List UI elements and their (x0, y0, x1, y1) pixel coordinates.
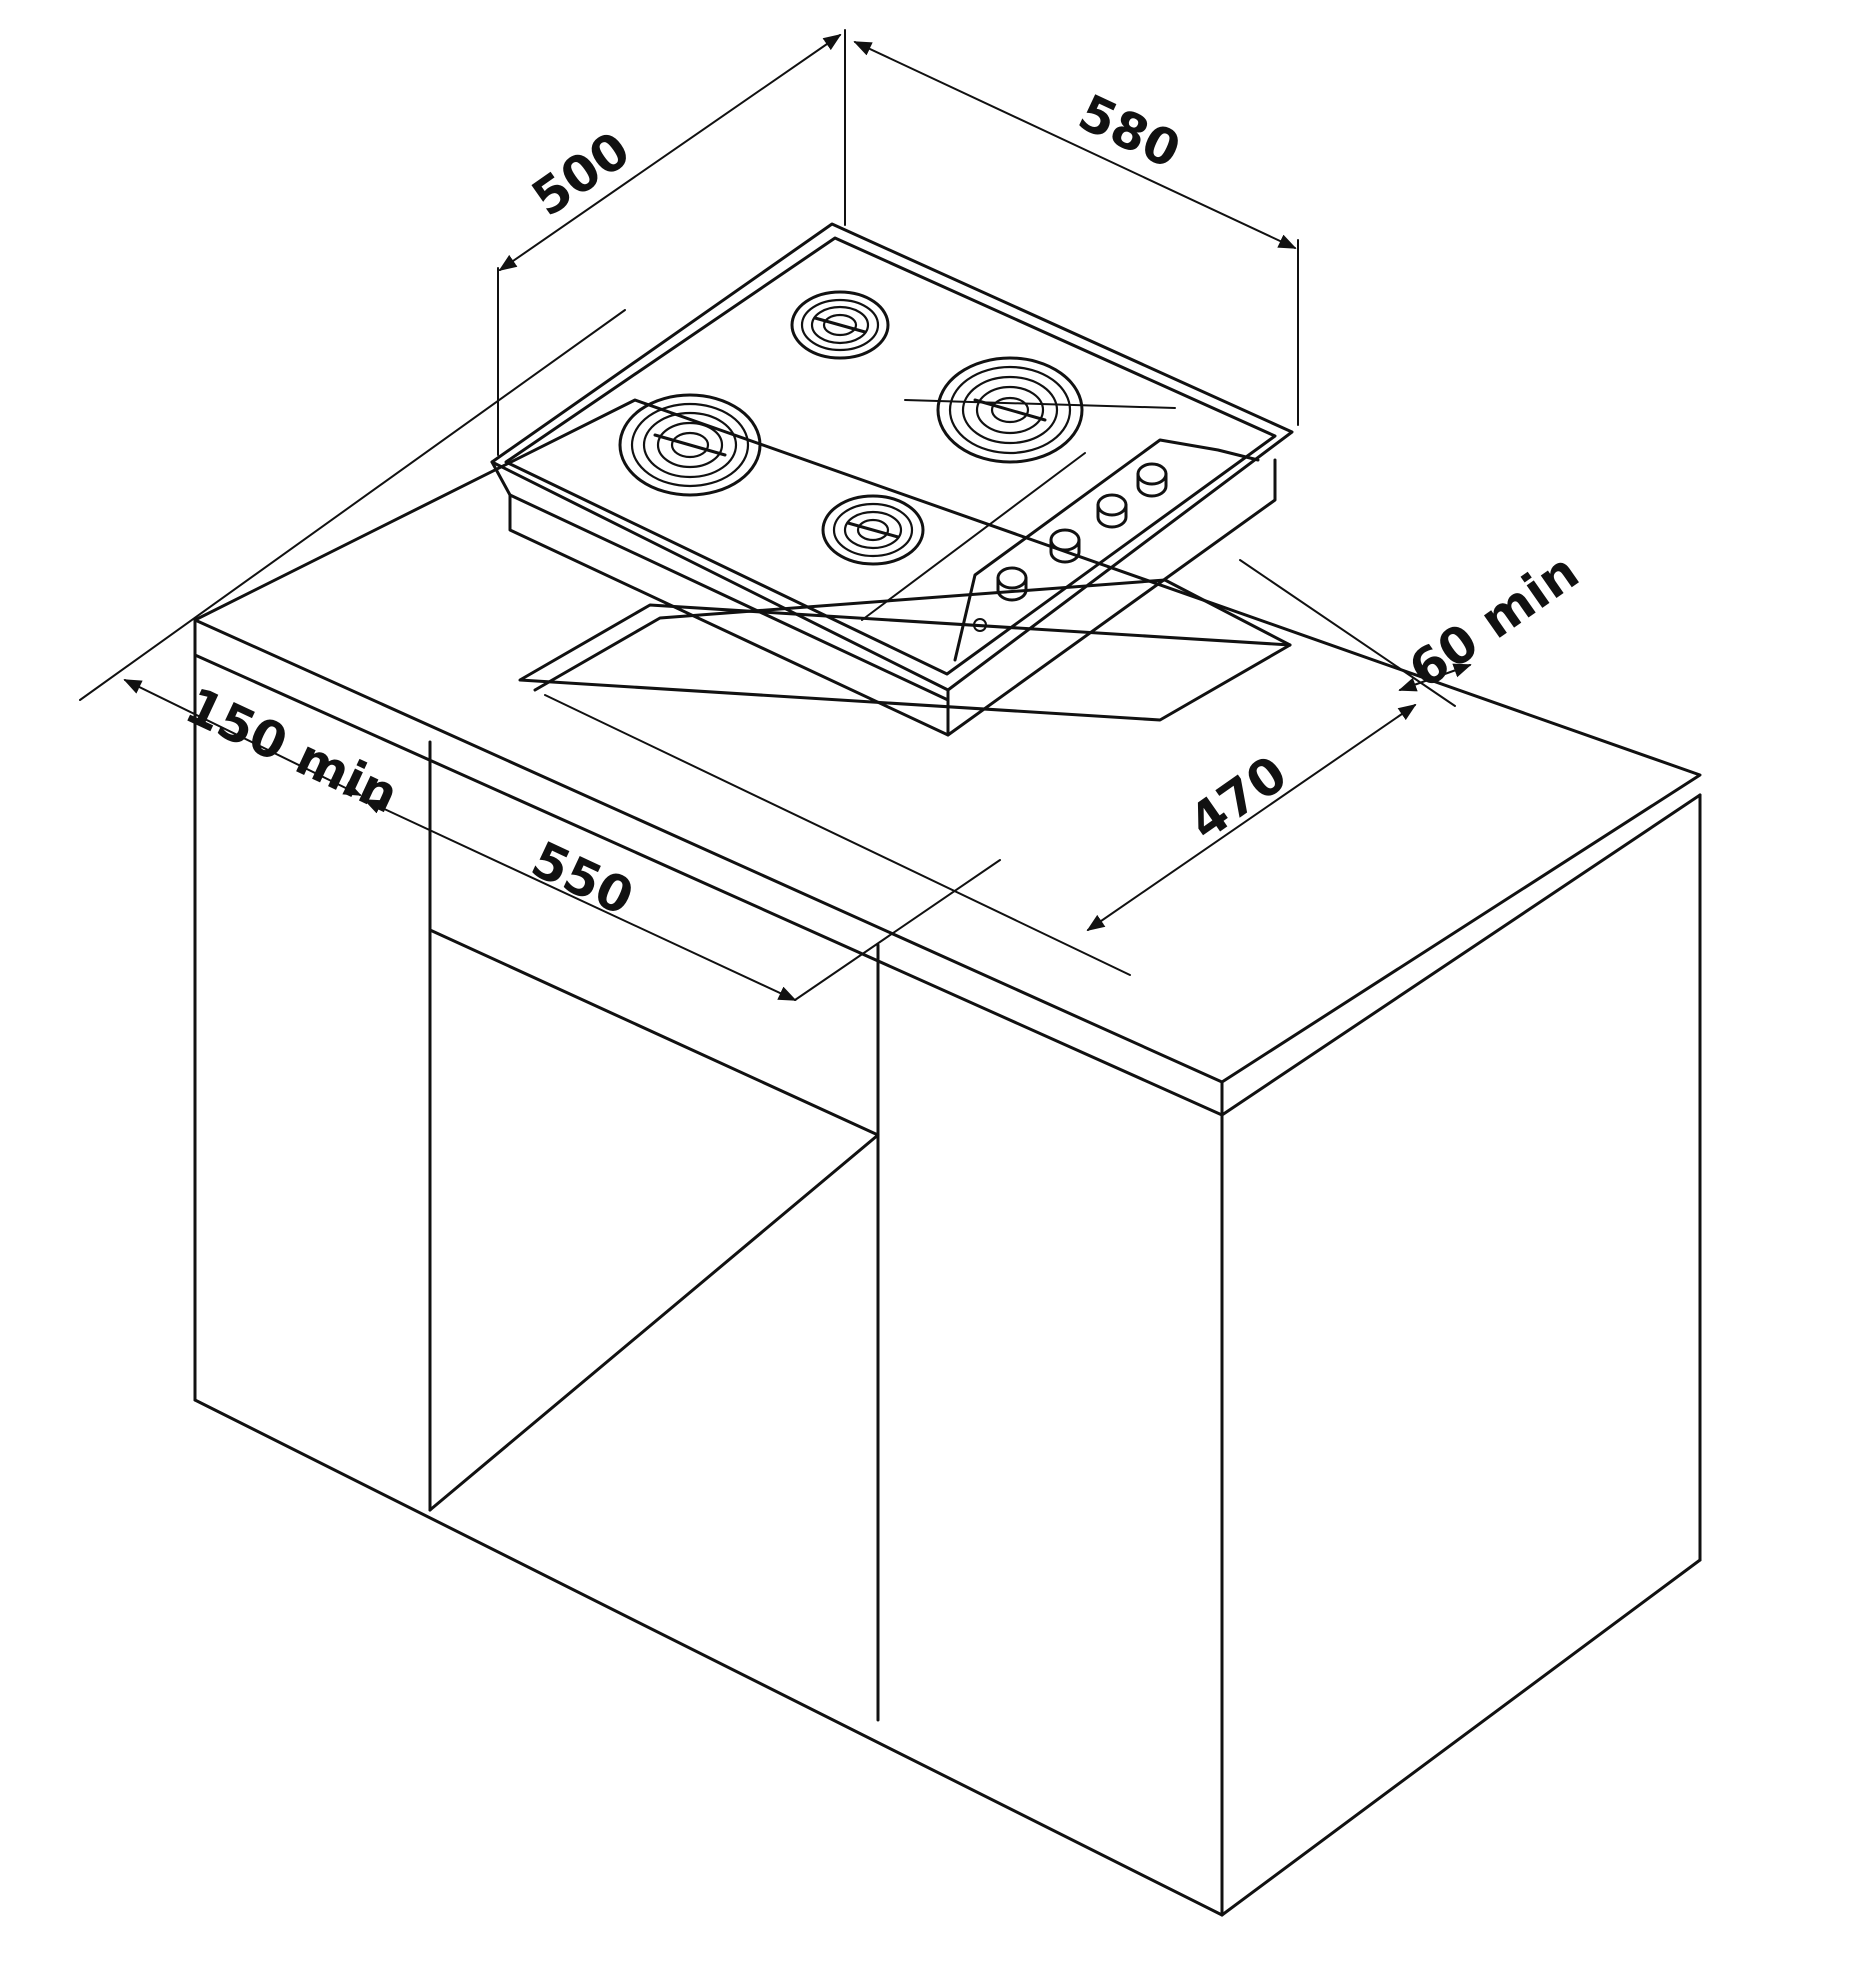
dim-150-line (123, 679, 362, 796)
dim-60-line (1398, 663, 1472, 692)
knob-1 (996, 566, 1028, 602)
dim-label-470: 470 (1179, 744, 1298, 851)
cutout-outline (518, 603, 1292, 722)
dim-label-500: 500 (522, 120, 641, 227)
dim-label-580: 580 (1070, 83, 1189, 180)
drawer-bottom-line (428, 928, 880, 1137)
control-panel (953, 438, 1260, 662)
dim-550-line (363, 799, 797, 1001)
knob-3 (1096, 493, 1128, 529)
burner-front-small (821, 494, 925, 566)
cabinet-bottom-front (193, 1398, 1224, 1917)
burner-left-large (618, 393, 762, 497)
dim-label-550: 550 (523, 830, 642, 927)
knob-4 (1136, 462, 1168, 498)
knob-2 (1049, 528, 1081, 564)
dim-550-ext (794, 859, 1001, 1001)
hob-inner-plate (504, 236, 1277, 676)
dim-label-60-min: 60 min (1399, 542, 1589, 700)
burner-back-small (790, 290, 890, 360)
hob (490, 222, 1294, 737)
dim-500-line (498, 33, 842, 272)
cutout-inner-edge (533, 578, 1292, 692)
countertop-top-face (193, 398, 1702, 1084)
hob-left-rim (490, 460, 512, 497)
hob-front-rim (508, 493, 950, 702)
cutout-front-rail (544, 694, 1131, 976)
dim-470-line (1086, 703, 1417, 932)
hob-outer-plate (490, 222, 1294, 692)
dim-150-ext (79, 309, 626, 701)
dim-580-line (853, 41, 1297, 249)
cabinet-bottom-side (1220, 1558, 1702, 1917)
burner-right-large (936, 356, 1084, 464)
control-knobs (973, 462, 1168, 632)
hob-right-side (946, 458, 1277, 737)
dimension-lines (79, 29, 1472, 1001)
opening-inner-diagonal (428, 1133, 880, 1512)
countertop-cutout (518, 578, 1292, 976)
control-panel-front-line (861, 452, 1086, 621)
hob-front-side (508, 493, 950, 737)
ignition-button (973, 618, 987, 632)
